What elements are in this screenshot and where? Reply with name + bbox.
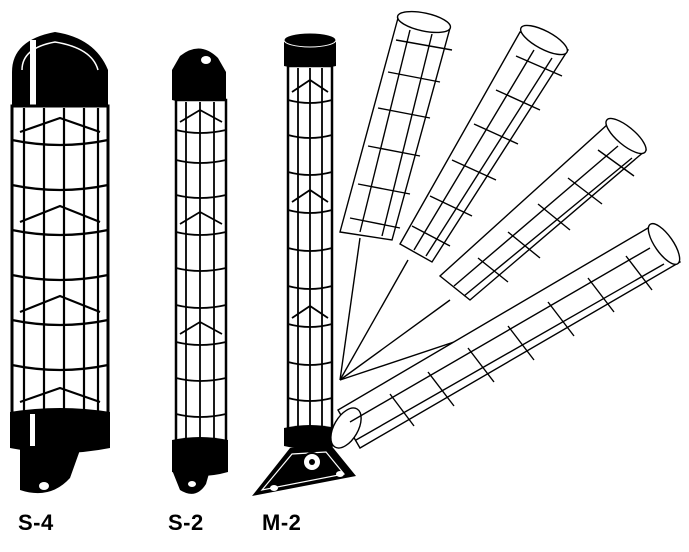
model-label-m2: M-2 xyxy=(262,510,302,535)
tilt-tube-4 xyxy=(330,222,682,449)
tilt-fan xyxy=(330,10,682,449)
s4-column xyxy=(10,32,110,494)
model-label-s2: S-2 xyxy=(168,510,204,535)
tilt-tube-2 xyxy=(399,24,570,263)
tilt-tube-3 xyxy=(438,117,648,301)
m2-column xyxy=(252,32,356,496)
s2-column xyxy=(172,48,228,494)
model-label-s4: S-4 xyxy=(18,510,54,535)
tilt-tube-1 xyxy=(339,10,453,241)
